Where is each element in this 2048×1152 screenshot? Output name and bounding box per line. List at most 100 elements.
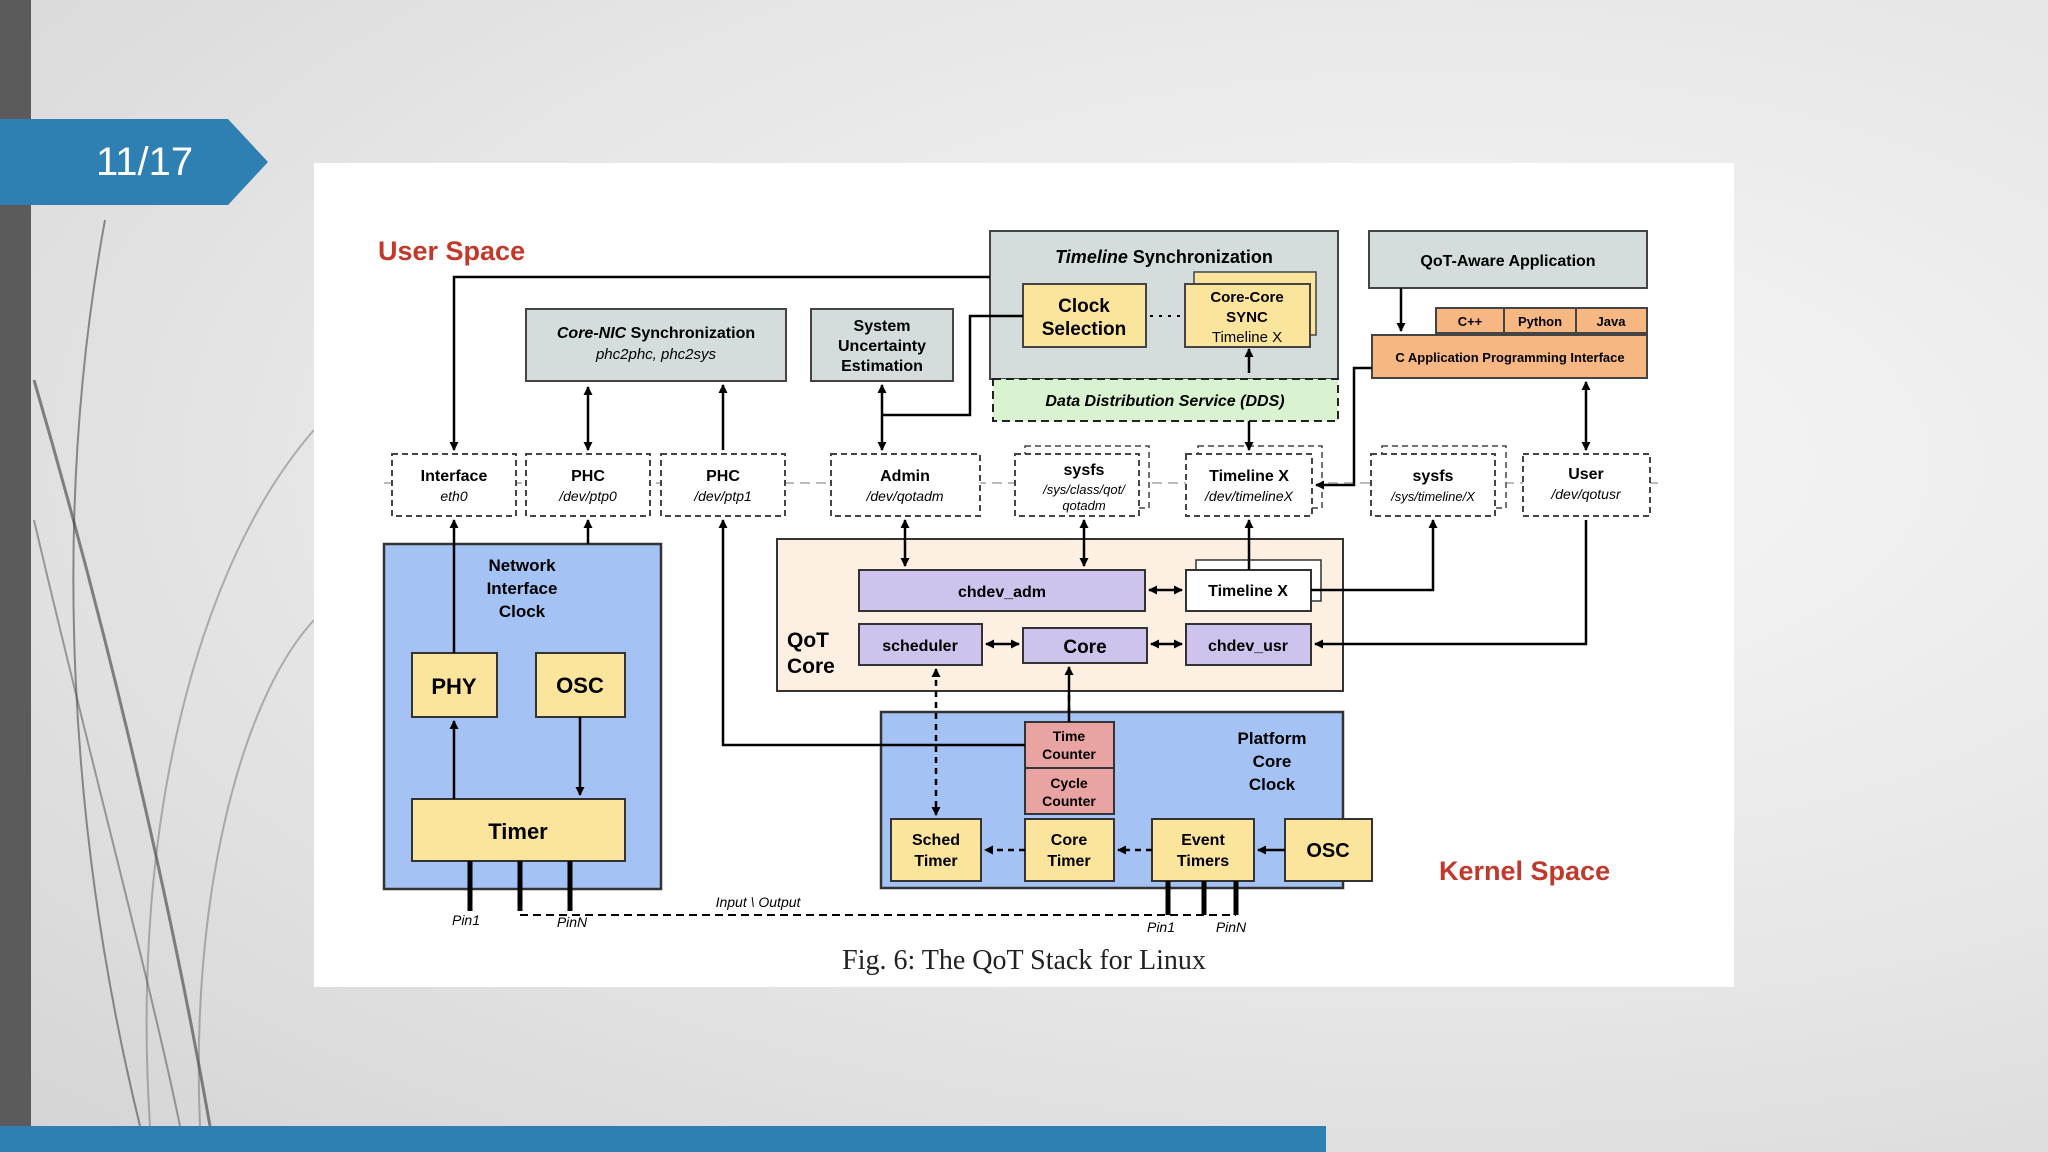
interface-ptp1: PHC /dev/ptp1 [660, 453, 786, 517]
interface-eth0-name: Interface [421, 468, 488, 485]
interface-ptp1-path: /dev/ptp1 [693, 488, 752, 504]
scheduler-box [858, 623, 983, 666]
dds-box [992, 378, 1339, 422]
nic-title-line3: Clock [499, 602, 546, 621]
core-nic-sync-box [525, 308, 787, 382]
interface-qotadm: Admin /dev/qotadm [830, 453, 981, 517]
platform-pinn-label: PinN [1216, 919, 1247, 935]
cycle-counter-line1: Cycle [1050, 775, 1088, 791]
sched-timer-line2: Timer [914, 853, 957, 870]
phy-label: PHY [431, 674, 477, 699]
nic-timer-box [411, 798, 626, 862]
lang-python: Python [1518, 314, 1562, 329]
core-timer-box [1024, 818, 1115, 882]
nic-title-line1: Network [488, 556, 556, 575]
interface-eth0: Interface eth0 [391, 453, 517, 517]
connectors [449, 275, 1591, 855]
interface-timelinex-path: /dev/timelineX [1204, 488, 1294, 504]
core-sync-line3: Timeline X [1212, 329, 1282, 346]
core-timer-line1: Core [1051, 832, 1088, 849]
core-timeline-label: Timeline X [1208, 583, 1288, 600]
chdev-adm-box [858, 569, 1146, 612]
interface-qotadm-name: Admin [880, 468, 930, 485]
io-label: Input \ Output [716, 894, 802, 910]
interface-ptp0-path: /dev/ptp0 [558, 488, 617, 504]
interface-timelinex-name: Timeline X [1209, 468, 1289, 485]
chdev-usr-box [1185, 623, 1312, 666]
slide-number-badge [0, 119, 268, 205]
decorative-curves [32, 219, 315, 1127]
core-nic-sync-subtitle: phc2phc, phc2sys [595, 346, 717, 363]
nic-title-line2: Interface [487, 579, 558, 598]
interface-sysfs-timeline-path: /sys/timeline/X [1390, 489, 1476, 504]
platform-pin1-label: Pin1 [1147, 919, 1175, 935]
time-counter-line1: Time [1053, 728, 1086, 744]
user-space-label: User Space [378, 236, 525, 266]
chdev-usr-label: chdev_usr [1208, 638, 1288, 655]
uncertainty-line2: Uncertainty [838, 338, 926, 355]
qot-stack-diagram: User Space Kernel Space Timeline Synchro… [378, 230, 1664, 935]
event-timers-line1: Event [1181, 832, 1225, 849]
lang-java: Java [1597, 314, 1627, 329]
event-timers-line2: Timers [1177, 853, 1229, 870]
interface-sysfs-qotadm-path2: qotadm [1062, 498, 1106, 513]
platform-title-line3: Clock [1249, 775, 1296, 794]
nic-pinn-label: PinN [557, 914, 588, 930]
interface-qotusr-name: User [1568, 466, 1604, 483]
interface-qotadm-path: /dev/qotadm [865, 488, 943, 504]
lang-java-box [1575, 307, 1648, 334]
phy-box [411, 652, 498, 718]
platform-osc-label: OSC [1306, 840, 1349, 862]
figure-panel: User Space Kernel Space Timeline Synchro… [314, 163, 1734, 987]
capi-box [1371, 334, 1648, 379]
sched-timer-box [890, 818, 982, 882]
clock-selection-line2: Selection [1042, 319, 1126, 340]
core-box [1022, 627, 1148, 664]
interface-timelinex: Timeline X /dev/timelineX [1185, 445, 1323, 517]
interface-ptp1-name: PHC [706, 468, 740, 485]
core-sync-box [1184, 283, 1311, 348]
qot-core-label-line1: QoT [787, 629, 829, 652]
interface-ptp0: PHC /dev/ptp0 [525, 453, 651, 517]
qot-core-label-line2: Core [787, 655, 835, 678]
slide-number: 11/17 [96, 140, 194, 184]
dashed-connectors [931, 668, 1152, 855]
interface-sysfs-qotadm-name: sysfs [1064, 462, 1105, 479]
core-sync-line1: Core-Core [1210, 289, 1283, 306]
core-label: Core [1063, 637, 1106, 658]
bottom-accent-bar [0, 1126, 1326, 1152]
interface-sysfs-qotadm: sysfs /sys/class/qot/ qotadm [1014, 445, 1150, 517]
clock-selection-box [1022, 283, 1147, 348]
kernel-space-label: Kernel Space [1439, 856, 1610, 886]
event-timers-box [1151, 818, 1255, 882]
dds-label: Data Distribution Service (DDS) [1045, 393, 1284, 410]
nic-timer-label: Timer [488, 819, 548, 844]
capi-label: C Application Programming Interface [1395, 350, 1624, 365]
nic-pin1-label: Pin1 [452, 912, 480, 928]
core-timer-line2: Timer [1047, 853, 1090, 870]
qot-app-box [1368, 230, 1648, 289]
nic-osc-box [535, 652, 626, 718]
uncertainty-line3: Estimation [841, 358, 923, 375]
cycle-counter-box [1024, 767, 1115, 815]
figure-caption: Fig. 6: The QoT Stack for Linux [842, 945, 1206, 976]
chdev-adm-label: chdev_adm [958, 584, 1046, 601]
scheduler-label: scheduler [882, 638, 958, 655]
uncertainty-line1: System [854, 318, 911, 335]
interface-qotusr-path: /dev/qotusr [1550, 486, 1622, 502]
qot-app-title: QoT-Aware Application [1420, 253, 1595, 270]
core-sync-line2: SYNC [1226, 309, 1268, 326]
nic-osc-label: OSC [556, 673, 604, 698]
interface-sysfs-timeline: sysfs /sys/timeline/X [1370, 445, 1507, 517]
interface-ptp0-name: PHC [571, 468, 605, 485]
core-nic-sync-title: Core-NIC Synchronization [557, 325, 755, 342]
lang-cpp: C++ [1458, 314, 1483, 329]
uncertainty-box [810, 308, 954, 382]
cycle-counter-line2: Counter [1042, 793, 1096, 809]
platform-title-line2: Core [1253, 752, 1292, 771]
sched-timer-line1: Sched [912, 832, 960, 849]
clock-selection-line1: Clock [1058, 296, 1110, 317]
interface-qotusr: User /dev/qotusr [1522, 453, 1651, 517]
interface-sysfs-qotadm-path1: /sys/class/qot/ [1042, 482, 1126, 497]
interface-sysfs-timeline-name: sysfs [1413, 468, 1454, 485]
